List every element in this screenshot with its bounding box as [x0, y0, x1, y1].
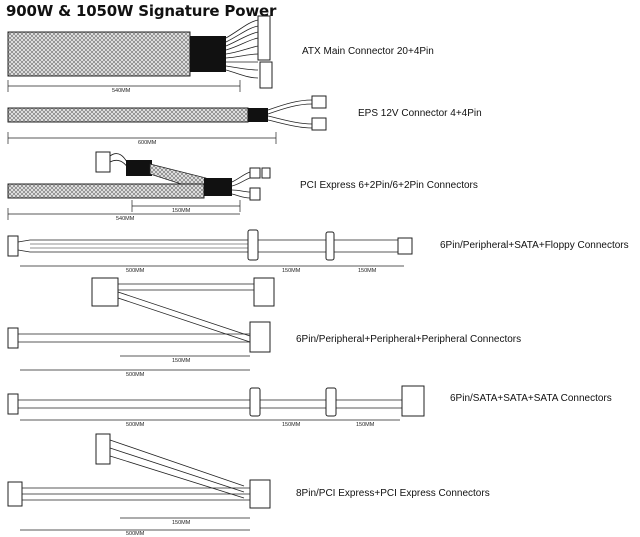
dim-label: 540MM — [112, 88, 131, 94]
pcie-label: PCI Express 6+2Pin/6+2Pin Connectors — [300, 180, 478, 191]
dim-label: 150MM — [282, 268, 301, 274]
eps-label: EPS 12V Connector 4+4Pin — [358, 108, 482, 119]
heatshrink-block — [190, 36, 226, 72]
diagram-title: 900W & 1050W Signature Power — [6, 2, 277, 20]
dim-label: 150MM — [172, 358, 191, 364]
atx-4pin-connector — [259, 61, 273, 89]
pcie-x2-cable: 150MM 500MM — [7, 433, 271, 537]
6pin-connector — [7, 235, 19, 257]
peripheral-sata-floppy-cable: 500MM 150MM 150MM — [7, 229, 413, 274]
eps-4pin-connector-a — [311, 95, 327, 109]
dim-label: 600MM — [138, 140, 157, 146]
pcie-x2-label: 8Pin/PCI Express+PCI Express Connectors — [296, 488, 490, 499]
dim-label: 540MM — [116, 216, 135, 222]
dim-label: 150MM — [282, 422, 301, 428]
8pin-connector — [7, 481, 23, 507]
eps-cable: 600MM — [7, 95, 327, 146]
dim-label: 150MM — [172, 520, 191, 526]
peripheral-x3-cable: 150MM 500MM — [7, 277, 275, 378]
peripheral-connector-top-left — [91, 277, 119, 307]
pcie-connector-b — [249, 187, 261, 201]
dim-label: 500MM — [126, 268, 145, 274]
floppy-connector — [397, 237, 413, 255]
6pin-connector — [7, 327, 19, 349]
dim-label: 500MM — [126, 422, 145, 428]
sata-x3-label: 6Pin/SATA+SATA+SATA Connectors — [450, 393, 612, 404]
pcie-connector-top — [95, 433, 111, 465]
pcie-connector-a — [95, 151, 111, 173]
dim-label: 150MM — [358, 268, 377, 274]
dim-label: 500MM — [126, 372, 145, 378]
dim-label: 500MM — [126, 531, 145, 537]
peripheral-sata-floppy-label: 6Pin/Peripheral+SATA+Floppy Connectors — [440, 240, 629, 251]
eps-4pin-connector-b — [311, 117, 327, 131]
atx-24pin-connector — [257, 15, 271, 61]
atx-label: ATX Main Connector 20+4Pin — [302, 46, 434, 57]
pcie-connector-end — [249, 479, 271, 509]
sata-x3-cable: 500MM 150MM 150MM — [7, 385, 425, 428]
6pin-connector — [7, 393, 19, 415]
sata-connector — [401, 385, 425, 417]
dim-label: 150MM — [356, 422, 375, 428]
peripheral-x3-label: 6Pin/Peripheral+Peripheral+Peripheral Co… — [296, 334, 522, 345]
atx-cable: 540MM — [7, 15, 273, 94]
pcie-cable: 150MM 540MM — [7, 151, 271, 222]
dim-label: 150MM — [172, 208, 191, 214]
peripheral-connector-end — [249, 321, 271, 353]
peripheral-connector-top-right — [253, 277, 275, 307]
